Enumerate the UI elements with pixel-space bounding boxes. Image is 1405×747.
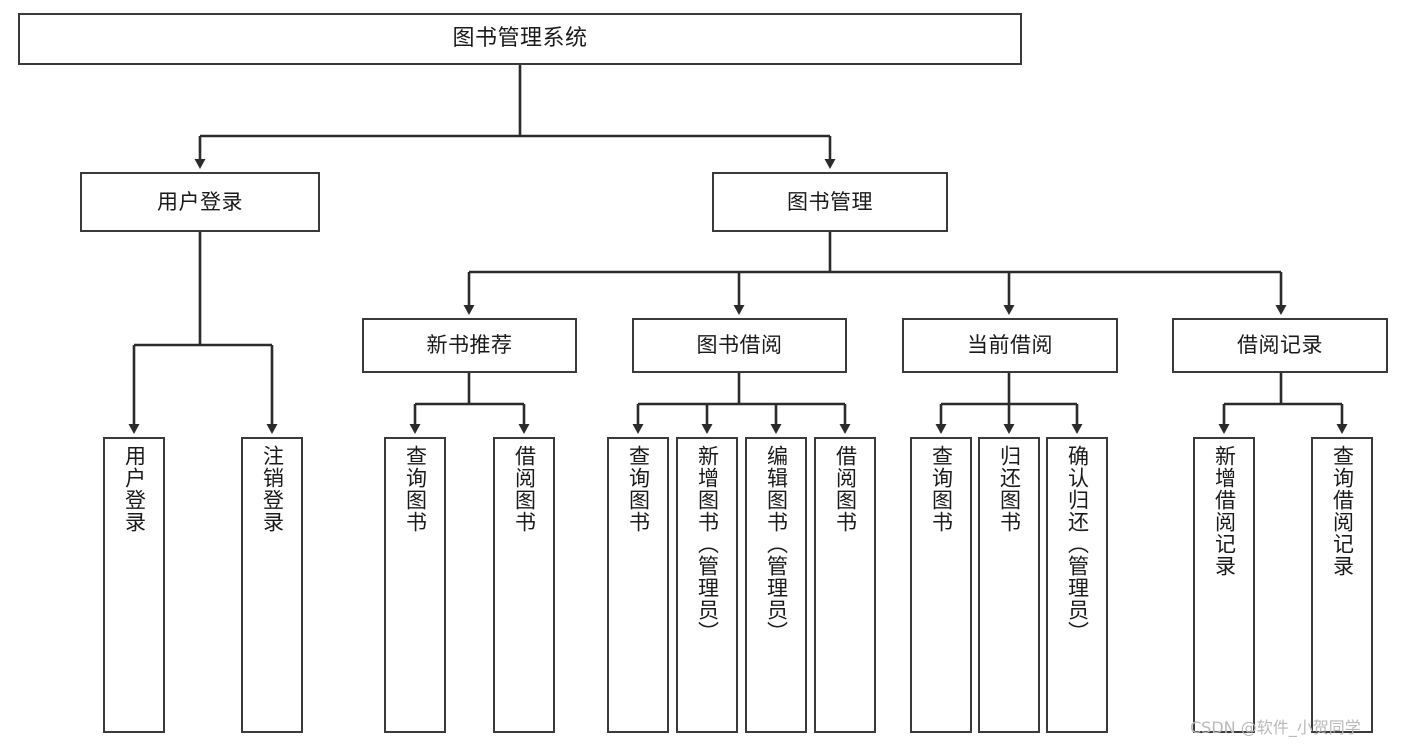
node-label: 图书管理: [787, 189, 873, 214]
node-label: 用户登录: [122, 445, 147, 533]
node-book-borrow[interactable]: 图书借阅: [632, 318, 847, 373]
node-root-library-system[interactable]: 图书管理系统: [18, 13, 1022, 65]
node-label: 确认归还（管理员）: [1065, 445, 1090, 643]
node-label: 注销登录: [260, 445, 285, 533]
node-current-borrow[interactable]: 当前借阅: [902, 318, 1118, 373]
node-label: 新书推荐: [426, 333, 513, 358]
leaf-borrow-edit-book-admin[interactable]: 编辑图书（管理员）: [745, 437, 807, 733]
node-label: 查询图书: [929, 445, 954, 533]
node-user-login[interactable]: 用户登录: [80, 172, 320, 232]
watermark-text: CSDN @软件_小贺同学: [1190, 718, 1361, 737]
leaf-current-confirm-return-admin[interactable]: 确认归还（管理员）: [1046, 437, 1108, 733]
leaf-record-query-borrow-record[interactable]: 查询借阅记录: [1311, 437, 1373, 733]
node-label: 借阅图书: [833, 445, 858, 533]
node-label: 图书借阅: [696, 333, 783, 358]
node-label: 新增借阅记录: [1212, 445, 1237, 577]
node-label: 查询图书: [626, 445, 651, 533]
node-new-book-recommend[interactable]: 新书推荐: [362, 318, 577, 373]
node-label: 借阅图书: [512, 445, 537, 533]
node-label: 编辑图书（管理员）: [764, 445, 789, 643]
leaf-current-query-book[interactable]: 查询图书: [910, 437, 972, 733]
node-label: 用户登录: [157, 189, 243, 214]
node-label: 归还图书: [997, 445, 1022, 533]
leaf-borrow-add-book-admin[interactable]: 新增图书（管理员）: [676, 437, 738, 733]
leaf-new-book-borrow[interactable]: 借阅图书: [493, 437, 555, 733]
node-borrow-record[interactable]: 借阅记录: [1172, 318, 1388, 373]
node-label: 当前借阅: [967, 333, 1053, 358]
leaf-record-add-borrow-record[interactable]: 新增借阅记录: [1193, 437, 1255, 733]
node-label: 借阅记录: [1237, 333, 1323, 358]
leaf-borrow-query-book[interactable]: 查询图书: [607, 437, 669, 733]
node-label: 查询图书: [403, 445, 428, 533]
leaf-user-login-signin[interactable]: 用户登录: [103, 437, 165, 733]
leaf-user-login-signout[interactable]: 注销登录: [241, 437, 303, 733]
node-label: 新增图书（管理员）: [695, 445, 720, 643]
leaf-current-return-book[interactable]: 归还图书: [978, 437, 1040, 733]
node-label: 查询借阅记录: [1330, 445, 1355, 577]
node-book-management[interactable]: 图书管理: [712, 172, 948, 232]
leaf-borrow-borrow-book[interactable]: 借阅图书: [814, 437, 876, 733]
leaf-new-book-query[interactable]: 查询图书: [384, 437, 446, 733]
node-label: 图书管理系统: [452, 26, 588, 52]
